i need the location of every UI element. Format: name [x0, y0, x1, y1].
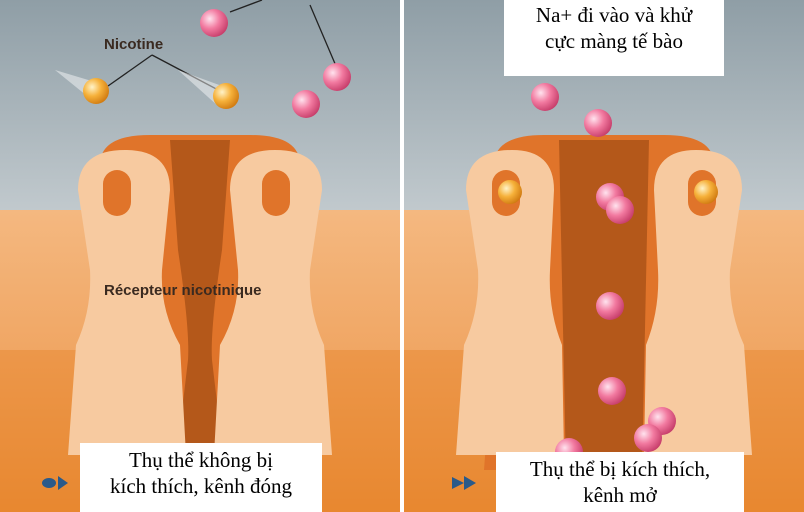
sodium-ion — [598, 377, 626, 405]
sodium-ion — [323, 63, 351, 91]
left-caption: Thụ thể không bị kích thích, kênh đóng — [80, 443, 322, 512]
sodium-ion — [584, 109, 612, 137]
binding-pocket-left — [103, 170, 131, 216]
left-caption-line2: kích thích, kênh đóng — [80, 473, 322, 499]
sodium-ion — [200, 9, 228, 37]
binding-pocket-right — [262, 170, 290, 216]
right-caption-line1: Thụ thể bị kích thích, — [496, 456, 744, 482]
sodium-ion — [606, 196, 634, 224]
top-caption-line2: cực màng tế bào — [504, 28, 724, 54]
sodium-ion — [634, 424, 662, 452]
top-caption-line1: Na+ đi vào và khử — [504, 2, 724, 28]
right-caption: Thụ thể bị kích thích, kênh mở — [496, 452, 744, 512]
top-caption: Na+ đi vào và khử cực màng tế bào — [504, 0, 724, 76]
right-diagram — [404, 0, 804, 512]
nicotine-molecule — [83, 78, 109, 104]
sodium-ion — [531, 83, 559, 111]
bound-nicotine — [694, 180, 718, 204]
receptor-label: Récepteur nicotinique — [104, 282, 262, 299]
left-panel-closed-receptor: Nicotine Récepteur nicotinique Thụ thể k… — [0, 0, 400, 512]
left-caption-line1: Thụ thể không bị — [80, 447, 322, 473]
nicotine-label: Nicotine — [104, 36, 163, 53]
sodium-ion — [292, 90, 320, 118]
right-panel-open-receptor: Na+ đi vào và khử cực màng tế bào Thụ th… — [404, 0, 804, 512]
sodium-ion — [596, 292, 624, 320]
bound-nicotine — [498, 180, 522, 204]
left-diagram — [0, 0, 400, 512]
nicotine-molecule — [213, 83, 239, 109]
right-caption-line2: kênh mở — [496, 482, 744, 508]
